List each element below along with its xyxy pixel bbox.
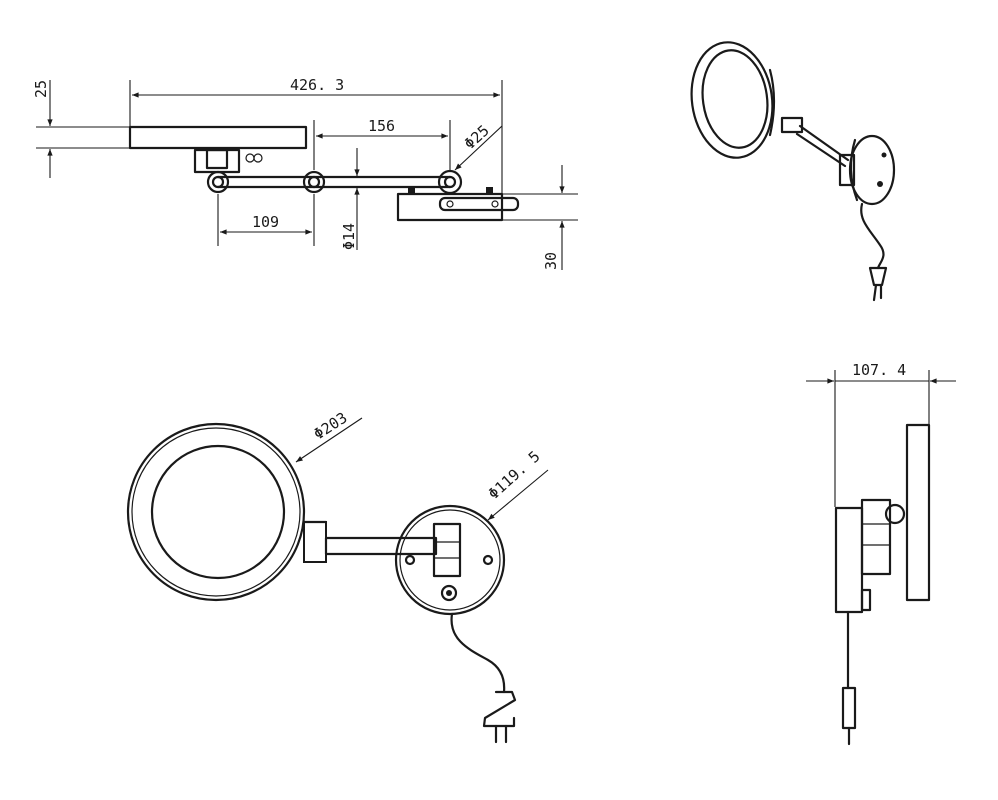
dim-mirror-diameter: Φ203 xyxy=(310,409,350,444)
iso-power-cord xyxy=(860,202,885,270)
iso-base-disk xyxy=(848,134,896,206)
iso-mirror-outer xyxy=(690,41,774,159)
side-hinge xyxy=(860,498,892,576)
dim-base-diameter: Φ119. 5 xyxy=(485,447,544,503)
top-view: 426. 3 156 Φ25 109 Φ14 25 30 xyxy=(32,76,578,270)
iso-mirror-inner xyxy=(701,49,769,149)
dim-total-length: 426. 3 xyxy=(290,76,344,94)
dim-side-depth: 107. 4 xyxy=(852,361,906,379)
top-mirror-plate xyxy=(128,125,308,150)
top-joint-3 xyxy=(437,169,463,195)
front-base-bracket xyxy=(432,522,462,578)
top-joint-1 xyxy=(206,170,230,194)
front-arm-clamp xyxy=(303,521,327,563)
front-base-disk xyxy=(394,504,506,616)
dim-mirror-thickness: 25 xyxy=(32,80,50,98)
top-base-block xyxy=(396,192,504,222)
dim-base-thickness: 30 xyxy=(542,252,560,270)
front-switch xyxy=(440,584,458,602)
front-plug xyxy=(482,690,517,728)
iso-plug xyxy=(868,266,888,287)
dim-pivot-diameter: Φ25 xyxy=(461,121,493,153)
front-mirror-outer xyxy=(126,422,306,602)
front-power-cord xyxy=(450,612,506,694)
top-joint-2 xyxy=(302,170,326,194)
front-arm-rod xyxy=(324,536,438,556)
isometric-view xyxy=(690,41,896,302)
side-mirror-plate xyxy=(905,423,931,602)
dim-arm-offset: 109 xyxy=(252,213,279,231)
dim-rod-diameter: Φ14 xyxy=(340,223,358,250)
iso-arm-clamp xyxy=(780,116,804,134)
side-base-block xyxy=(834,506,864,614)
dim-arm-segment: 156 xyxy=(368,117,395,135)
front-view: Φ203 Φ119. 5 xyxy=(126,409,549,744)
side-plug xyxy=(841,686,857,730)
side-view: 107. 4 xyxy=(806,361,956,746)
front-mirror-inner xyxy=(150,444,286,580)
